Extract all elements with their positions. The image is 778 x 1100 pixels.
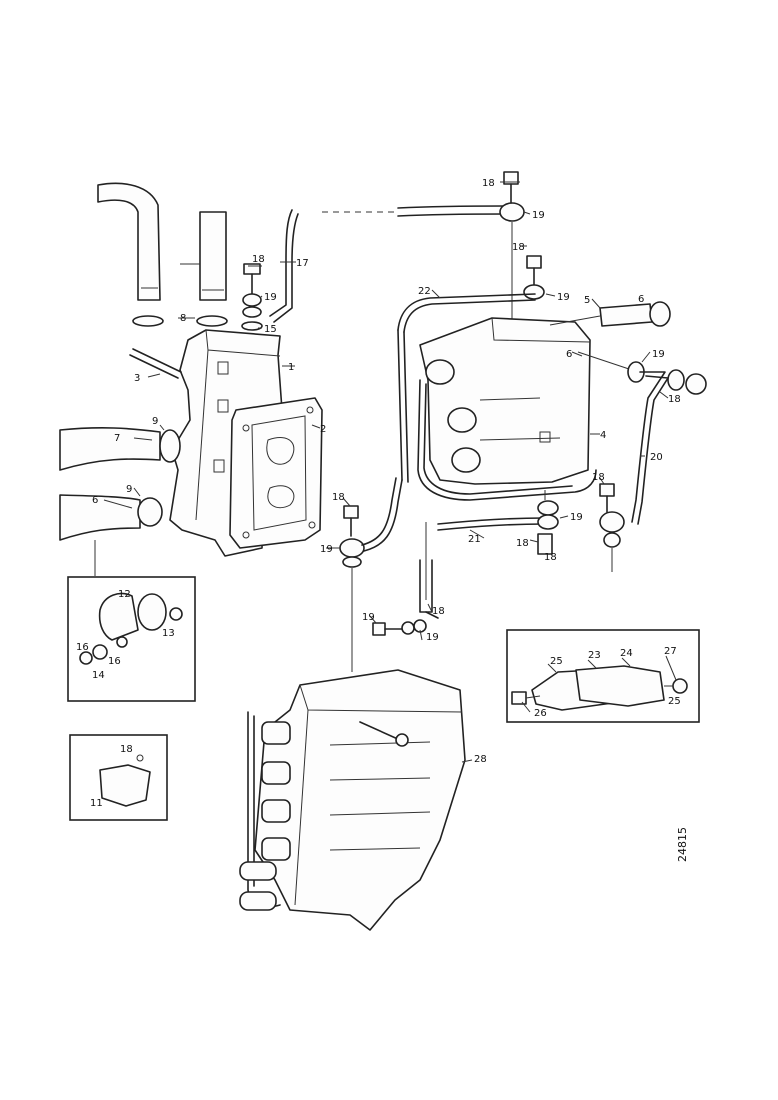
label-12: 12	[118, 589, 131, 600]
label-19-top: 19	[532, 210, 545, 221]
fitting-5-6	[549, 301, 671, 327]
detail-box-clamp	[67, 576, 196, 702]
label-26: 26	[534, 708, 547, 719]
label-2: 2	[320, 424, 326, 435]
label-15: 15	[264, 324, 277, 335]
pipe-loop-4	[417, 379, 597, 501]
label-18-far-right: 18	[668, 394, 681, 405]
label-19-right: 19	[557, 292, 570, 303]
label-18-top: 18	[482, 178, 495, 189]
label-21: 21	[468, 534, 481, 545]
label-18-lower-right: 18	[592, 472, 605, 483]
control-valve-28	[239, 669, 466, 931]
label-8b: 9	[152, 416, 158, 427]
pipe-21	[437, 490, 559, 555]
label-18-small: 18	[432, 606, 445, 617]
label-18: 18	[252, 254, 265, 265]
label-27: 27	[664, 646, 677, 657]
label-7: 7	[114, 433, 120, 444]
label-13b: 18	[120, 744, 133, 755]
label-6-left: 6	[92, 495, 98, 506]
label-18-right: 18	[512, 242, 525, 253]
detail-box-bracket	[69, 734, 168, 821]
leader-lines	[103, 181, 677, 763]
label-6: 6	[638, 294, 644, 305]
label-16b: 16	[108, 656, 121, 667]
label-19-small: 19	[362, 612, 375, 623]
label-4: 4	[600, 430, 606, 441]
label-23: 23	[588, 650, 601, 661]
hose-9	[59, 494, 163, 541]
bolt-18-upper-left	[242, 263, 262, 318]
label-17: 17	[296, 258, 309, 269]
label-20: 20	[650, 452, 663, 463]
label-18-center: 18	[332, 492, 345, 503]
label-19-center: 19	[320, 544, 333, 555]
label-22: 22	[418, 286, 431, 297]
label-19: 19	[264, 292, 277, 303]
sealing-rings-8	[132, 315, 263, 331]
label-13: 13	[162, 628, 175, 639]
label-28: 28	[474, 754, 487, 765]
hose-10-left	[97, 182, 161, 301]
label-19-lower-right: 19	[570, 512, 583, 523]
label-1: 1	[288, 362, 294, 373]
label-11: 11	[90, 798, 103, 809]
label-5: 5	[584, 295, 590, 306]
hose-10-right	[199, 211, 227, 301]
label-19-small-b: 19	[426, 632, 439, 643]
label-24: 24	[620, 648, 633, 659]
label-18-bottom: 18	[544, 552, 557, 563]
pipe-20	[577, 351, 707, 525]
pipe-top	[322, 171, 525, 320]
drawing-reference-number: 24815	[676, 827, 689, 862]
center-fitting	[339, 477, 403, 672]
detail-box-clamp-24-27	[506, 629, 700, 723]
label-25: 25	[550, 656, 563, 667]
label-14: 14	[92, 670, 105, 681]
bolt-18-right-top	[523, 255, 545, 300]
valve-unit-4	[419, 317, 591, 485]
bolt-18-right-lower	[599, 483, 625, 572]
label-6b: 6	[566, 349, 572, 360]
pipe-17	[269, 209, 299, 323]
label-3: 3	[134, 373, 140, 384]
pin-3	[129, 348, 182, 379]
part-labels: 17 18 19 15 8 1 3 2 9 7 9 6 12 13 16 14 …	[76, 178, 681, 809]
label-18-pipe21: 18	[516, 538, 529, 549]
label-19-far-right: 19	[652, 349, 665, 360]
small-fitting	[372, 522, 439, 636]
label-9: 9	[126, 484, 132, 495]
gasket-2	[229, 397, 323, 549]
pipe-22	[397, 293, 536, 483]
label-25b: 25	[668, 696, 681, 707]
label-8: 8	[180, 313, 186, 324]
label-16: 16	[76, 642, 89, 653]
